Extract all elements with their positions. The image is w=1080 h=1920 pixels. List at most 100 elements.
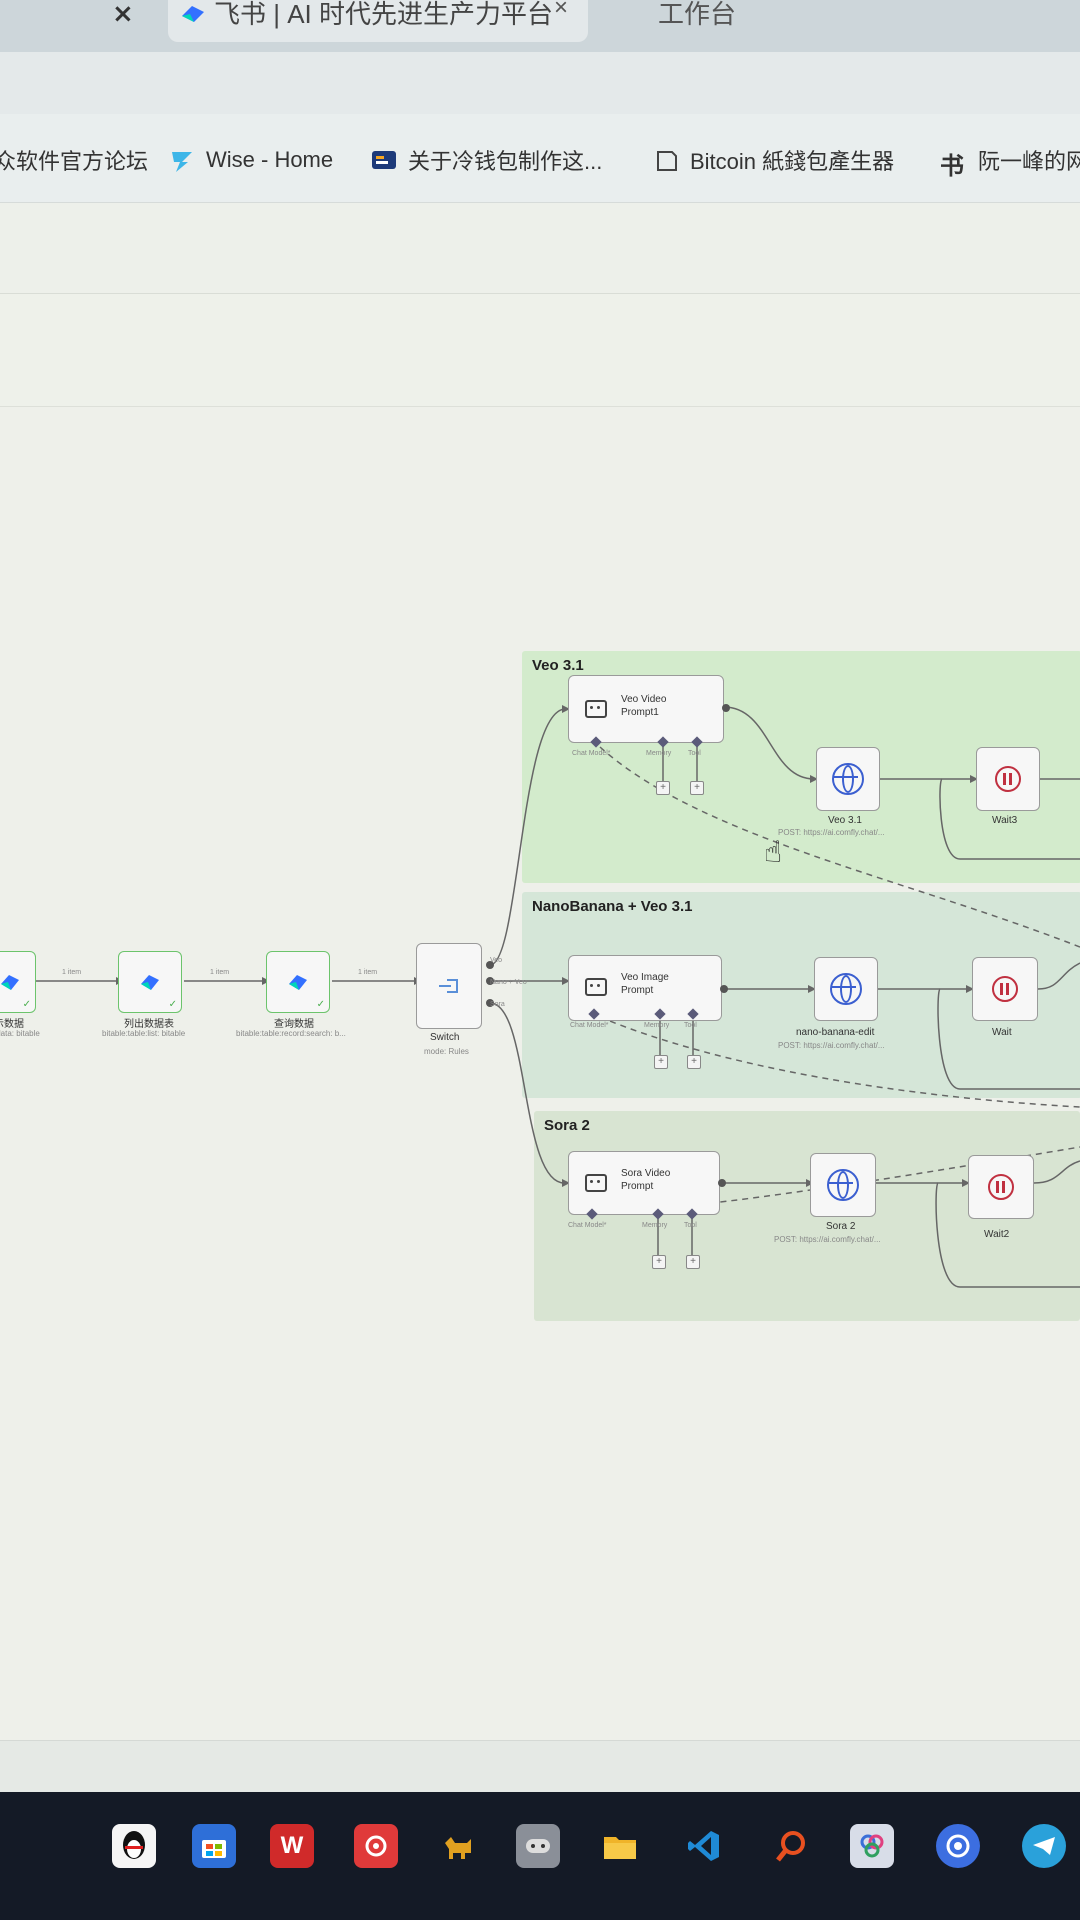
add-memory-button[interactable]: + xyxy=(656,781,670,795)
port-label: Memory xyxy=(644,1022,670,1029)
ai-agent-icon xyxy=(585,700,607,718)
node-caption: Wait3 xyxy=(992,815,1018,826)
bitcoin-icon xyxy=(657,151,677,171)
add-tool-button[interactable]: + xyxy=(690,781,704,795)
node-wait[interactable] xyxy=(972,957,1038,1021)
node-subtitle: aidata: bitable xyxy=(0,1029,40,1038)
music-swirl-icon xyxy=(365,1835,387,1857)
add-tool-button[interactable]: + xyxy=(687,1055,701,1069)
address-bar-area xyxy=(0,52,1080,114)
node-switch[interactable] xyxy=(416,943,482,1029)
switch-output-port[interactable] xyxy=(486,961,494,969)
folder-icon xyxy=(604,1837,636,1859)
tab-feishu[interactable]: 飞书 | AI 时代先进生产力平台 × xyxy=(168,0,588,42)
node-subtitle: POST: https://ai.comfly.chat/... xyxy=(778,1041,885,1050)
group-label: Veo 3.1 xyxy=(532,657,584,674)
bookmark-blog[interactable]: 书 阮一峰的网 xyxy=(940,142,1080,180)
node-wait3[interactable] xyxy=(976,747,1040,811)
node-veo-image-prompt[interactable]: Veo Image Prompt xyxy=(568,955,722,1021)
bookmark-label: Wise - Home xyxy=(206,147,334,172)
workflow-canvas[interactable]: Veo 3.1 NanoBanana + Veo 3.1 Sora 2 xyxy=(0,407,1080,1740)
bookmark-bitcoin[interactable]: Bitcoin 紙錢包產生器 xyxy=(652,142,894,178)
browser-app-icon[interactable] xyxy=(936,1824,980,1868)
photo-app-icon[interactable] xyxy=(850,1824,894,1868)
success-check-icon: ✓ xyxy=(22,999,31,1010)
bookmark-wise[interactable]: Wise - Home xyxy=(168,142,333,178)
add-memory-button[interactable]: + xyxy=(652,1255,666,1269)
node-caption: Wait xyxy=(992,1027,1012,1038)
bookmark-label: 阮一峰的网 xyxy=(978,149,1080,174)
node-title: Veo Video xyxy=(621,694,667,705)
gamepad-icon xyxy=(526,1839,550,1853)
telegram-icon[interactable] xyxy=(1022,1824,1066,1868)
switch-output-port[interactable] xyxy=(486,999,494,1007)
output-port[interactable] xyxy=(718,1179,726,1187)
node-caption: Veo 3.1 xyxy=(828,815,862,826)
tab-close-button[interactable]: × xyxy=(553,0,568,21)
feishu-node-icon xyxy=(141,975,159,990)
node-veo-video-prompt[interactable]: Veo Video Prompt1 xyxy=(568,675,724,743)
switch-output-port[interactable] xyxy=(486,977,494,985)
node-caption: Wait2 xyxy=(984,1229,1010,1240)
vscode-icon[interactable] xyxy=(682,1824,726,1868)
ai-agent-icon xyxy=(585,1174,607,1192)
bookmark-label: 关于冷钱包制作这... xyxy=(408,149,603,174)
app-subheader xyxy=(0,294,1080,407)
tab-workbench[interactable]: 工作台 xyxy=(598,0,898,42)
qq-icon[interactable] xyxy=(112,1824,156,1868)
node-subtitle: bitable:table:record:search: b... xyxy=(236,1029,346,1038)
store-icon[interactable] xyxy=(192,1824,236,1868)
node-http-sora[interactable] xyxy=(810,1153,876,1217)
wps-icon[interactable]: W xyxy=(270,1824,314,1868)
node-query-data[interactable]: ✓ xyxy=(266,951,330,1013)
add-tool-button[interactable]: + xyxy=(686,1255,700,1269)
node-caption: 查询数据 xyxy=(274,1019,314,1030)
node-subtitle: mode: Rules xyxy=(424,1047,469,1056)
globe-icon xyxy=(827,1169,859,1201)
node-subtitle: POST: https://ai.comfly.chat/... xyxy=(778,828,885,837)
node-title-line2: Prompt xyxy=(621,1181,654,1192)
node-subtitle: bitable:table:list: bitable xyxy=(102,1029,186,1038)
node-caption: Switch xyxy=(430,1032,460,1043)
node-list-tables[interactable]: ✓ xyxy=(118,951,182,1013)
node-http-nano-banana[interactable] xyxy=(814,957,878,1021)
node-sora-video-prompt[interactable]: Sora Video Prompt xyxy=(568,1151,720,1215)
pause-icon xyxy=(988,1174,1014,1200)
search-app-icon[interactable] xyxy=(770,1824,814,1868)
netease-music-icon[interactable] xyxy=(354,1824,398,1868)
port-label: Chat Model* xyxy=(568,1222,607,1229)
port-label: Tool xyxy=(684,1222,697,1229)
screen-bottom-edge xyxy=(0,1740,1080,1793)
edge-label: 1 item xyxy=(210,969,230,976)
paper-plane-icon xyxy=(1033,1837,1055,1855)
switch-output-label: Nano + Veo xyxy=(490,979,527,986)
output-port[interactable] xyxy=(722,704,730,712)
node-title: Sora Video xyxy=(621,1168,671,1179)
vscode-logo-icon xyxy=(688,1831,719,1861)
bookmark-forum[interactable]: 众软件官方论坛 xyxy=(0,142,148,178)
add-memory-button[interactable]: + xyxy=(654,1055,668,1069)
browser-logo-icon xyxy=(946,1834,970,1858)
store-bag-icon xyxy=(202,1840,226,1858)
node-show-data[interactable]: ✓ xyxy=(0,951,36,1013)
node-wait2[interactable] xyxy=(968,1155,1034,1219)
node-http-veo[interactable] xyxy=(816,747,880,811)
file-explorer-icon[interactable] xyxy=(598,1824,642,1868)
pause-icon xyxy=(992,976,1018,1002)
node-subtitle: POST: https://ai.comfly.chat/... xyxy=(774,1235,881,1244)
feishu-node-icon xyxy=(289,975,307,990)
dog-app-icon[interactable] xyxy=(436,1824,480,1868)
port-label: Memory xyxy=(642,1222,668,1229)
bookmark-wallet[interactable]: 关于冷钱包制作这... xyxy=(370,142,602,178)
magnifier-icon xyxy=(776,1831,805,1862)
tab-title: 飞书 | AI 时代先进生产力平台 xyxy=(214,0,553,29)
tab-bar: × 飞书 | AI 时代先进生产力平台 × 工作台 xyxy=(0,0,1080,52)
previous-tab-close-button[interactable]: × xyxy=(112,0,134,29)
output-port[interactable] xyxy=(720,985,728,993)
node-caption: 列出数据表 xyxy=(124,1019,174,1030)
game-controller-icon[interactable] xyxy=(516,1824,560,1868)
globe-icon xyxy=(830,973,862,1005)
success-check-icon: ✓ xyxy=(316,999,325,1010)
feishu-favicon-icon xyxy=(182,6,204,22)
dog-icon xyxy=(445,1837,471,1859)
